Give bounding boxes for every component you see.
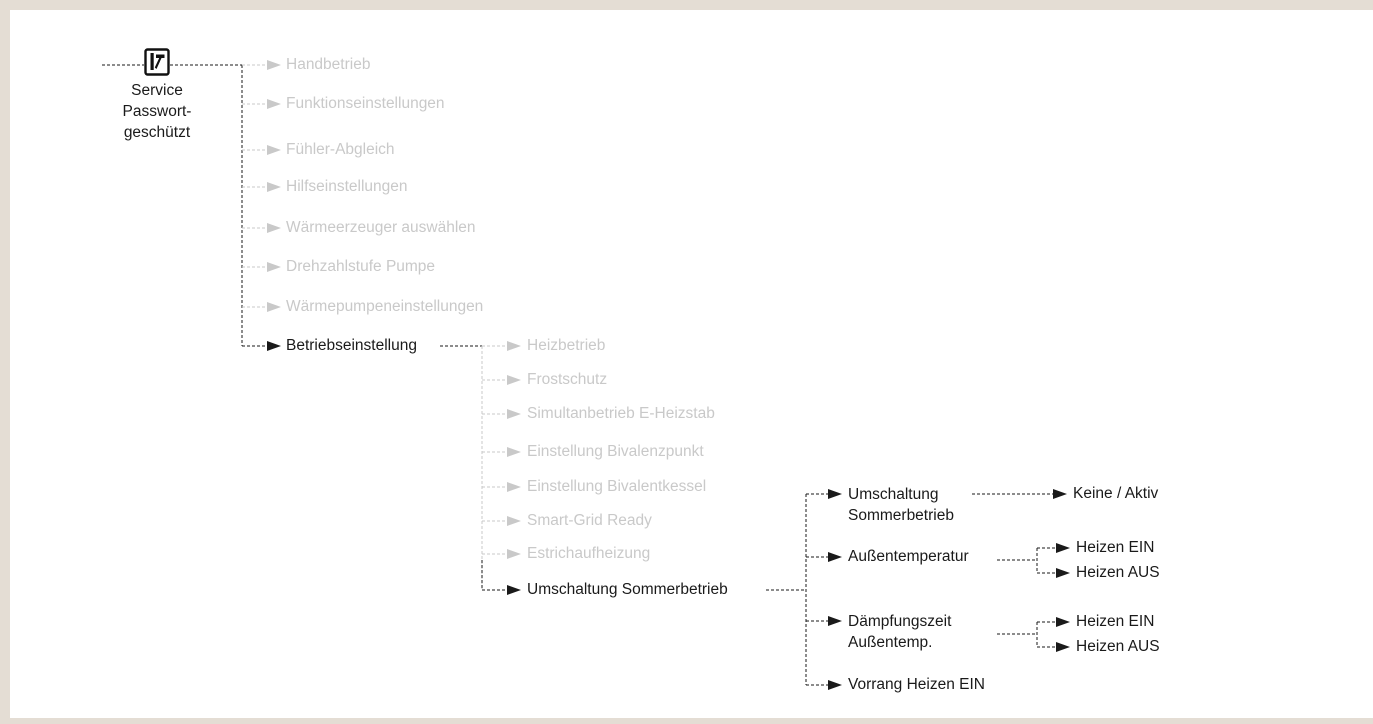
menu-item-waermepumpeneinstellungen[interactable]: Wärmepumpeneinstellungen: [286, 298, 484, 315]
option-heizen-ein[interactable]: Heizen EIN: [1076, 613, 1155, 630]
arrow-icon: [1056, 543, 1070, 553]
value-keine-aktiv: Keine / Aktiv: [1073, 485, 1159, 502]
arrow-icon: [507, 549, 521, 559]
setting-daempfungszeit[interactable]: Dämpfungszeit Außentemp.: [848, 611, 951, 653]
option-heizen-aus[interactable]: Heizen AUS: [1076, 564, 1160, 581]
arrow-icon: [1056, 568, 1070, 578]
service-wrench-icon: [144, 48, 170, 76]
setting-label-line: Umschaltung: [848, 486, 939, 503]
arrow-icon: [267, 302, 281, 312]
menu-item-fuehler-abgleich[interactable]: Fühler-Abgleich: [286, 141, 395, 158]
option-heizen-ein[interactable]: Heizen EIN: [1076, 539, 1155, 556]
root-label: Service Passwort- geschützt: [123, 80, 192, 143]
arrow-icon: [507, 375, 521, 385]
menu-item-funktionseinstellungen[interactable]: Funktionseinstellungen: [286, 95, 445, 112]
menu-item-betriebseinstellung[interactable]: Betriebseinstellung: [286, 337, 417, 354]
menu-item-frostschutz[interactable]: Frostschutz: [527, 371, 608, 388]
arrow-icon: [267, 262, 281, 272]
menu-item-simultanbetrieb[interactable]: Simultanbetrieb E-Heizstab: [527, 405, 715, 422]
setting-umschaltung-sommerbetrieb[interactable]: Umschaltung Sommerbetrieb: [848, 484, 954, 526]
menu-item-drehzahlstufe-pumpe[interactable]: Drehzahlstufe Pumpe: [286, 258, 436, 275]
root-label-line: Service: [131, 82, 183, 99]
setting-vorrang-heizen-ein[interactable]: Vorrang Heizen EIN: [848, 676, 985, 693]
arrow-icon: [507, 516, 521, 526]
setting-label-line: Dämpfungszeit: [848, 613, 952, 630]
menu-item-handbetrieb[interactable]: Handbetrieb: [286, 56, 371, 73]
menu-item-hilfseinstellungen[interactable]: Hilfseinstellungen: [286, 178, 408, 195]
arrow-icon: [267, 223, 281, 233]
menu-item-heizbetrieb[interactable]: Heizbetrieb: [527, 337, 606, 354]
setting-aussentemperatur[interactable]: Außentemperatur: [848, 548, 969, 565]
menu-item-smart-grid-ready[interactable]: Smart-Grid Ready: [527, 512, 652, 529]
arrow-icon: [507, 447, 521, 457]
arrow-icon: [1053, 489, 1067, 499]
root-label-line: Passwort-: [122, 103, 192, 120]
menu-item-umschaltung-sommerbetrieb[interactable]: Umschaltung Sommerbetrieb: [527, 581, 728, 598]
option-heizen-aus[interactable]: Heizen AUS: [1076, 638, 1160, 655]
arrow-icon: [828, 616, 842, 626]
arrow-icon: [267, 145, 281, 155]
connector-lines: [102, 60, 1070, 690]
arrow-icon: [828, 489, 842, 499]
setting-label-line: Außentemp.: [848, 634, 933, 651]
setting-label-line: Sommerbetrieb: [848, 507, 954, 524]
menu-item-waermeerzeuger-auswaehlen[interactable]: Wärmeerzeuger auswählen: [286, 219, 476, 236]
menu-item-bivalentkessel[interactable]: Einstellung Bivalentkessel: [527, 478, 707, 495]
arrow-icon: [507, 341, 521, 351]
arrow-icon: [1056, 617, 1070, 627]
arrow-icon: [267, 341, 281, 351]
menu-item-estrichaufheizung[interactable]: Estrichaufheizung: [527, 545, 651, 562]
arrow-icon: [507, 585, 521, 595]
arrow-icon: [267, 60, 281, 70]
arrow-icon: [828, 552, 842, 562]
arrow-icon: [267, 99, 281, 109]
arrow-icon: [507, 482, 521, 492]
root-label-line: geschützt: [123, 124, 191, 141]
arrow-icon: [1056, 642, 1070, 652]
menu-tree-diagram: Service Passwort- geschützt Handbetrieb …: [10, 10, 1373, 718]
arrow-icon: [828, 680, 842, 690]
arrow-icon: [507, 409, 521, 419]
arrow-icon: [267, 182, 281, 192]
menu-item-bivalenzpunkt[interactable]: Einstellung Bivalenzpunkt: [527, 443, 704, 460]
